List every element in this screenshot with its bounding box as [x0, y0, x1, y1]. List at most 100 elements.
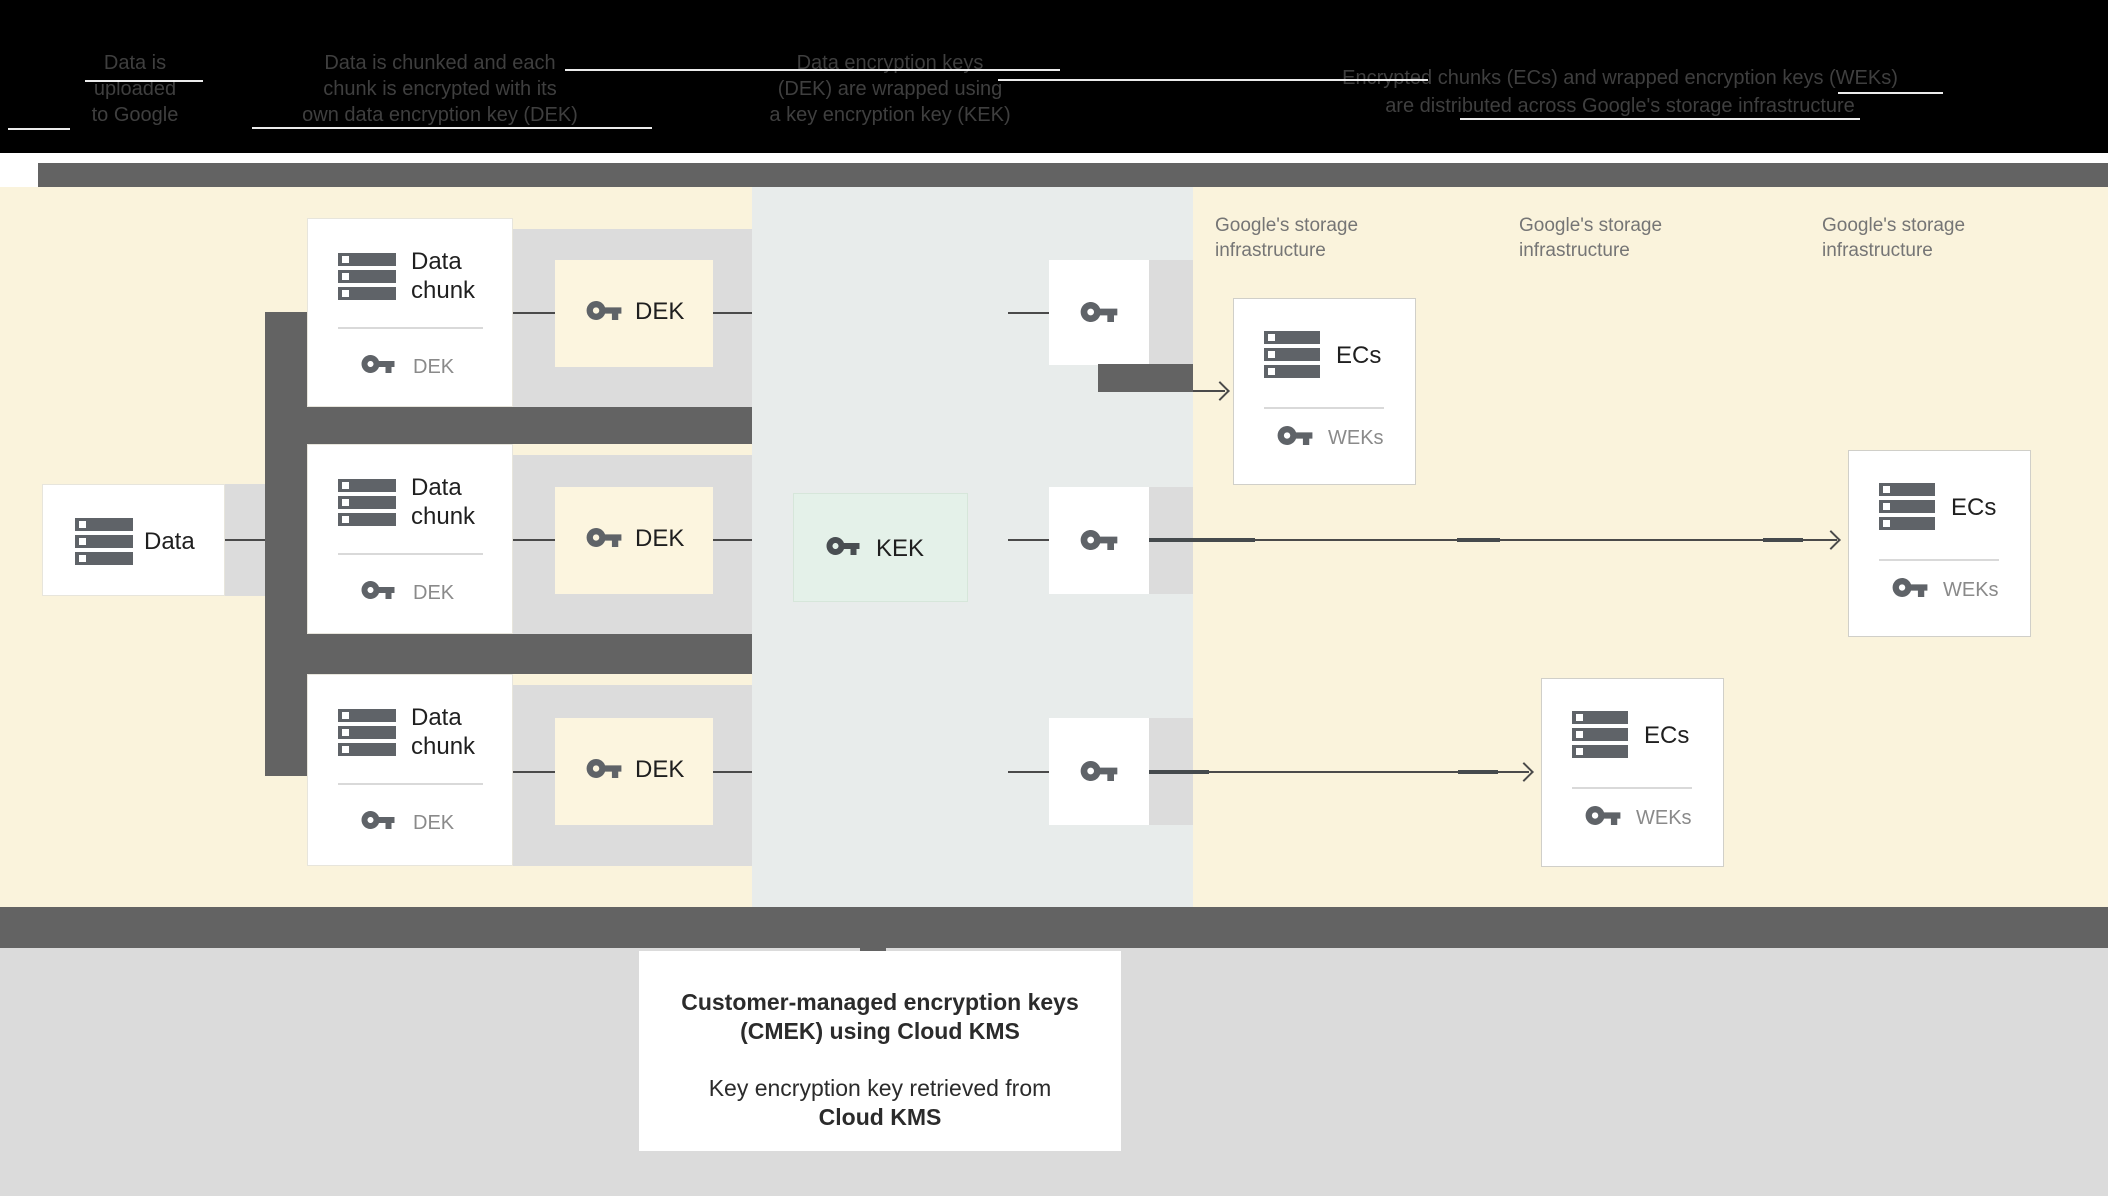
- key-icon: [586, 528, 622, 547]
- divider: [338, 783, 483, 785]
- caption-subtitle-line: Key encryption key retrieved from: [708, 1075, 1052, 1101]
- key-icon: [361, 581, 395, 599]
- header-caption-upload: Data is uploaded to Google: [40, 50, 230, 128]
- storage-icon: [1879, 483, 1935, 534]
- caption-connector-tab: [860, 938, 886, 954]
- data-chunk-label: Data chunk: [411, 474, 476, 530]
- header-caption-line: Data encryption keys: [796, 52, 984, 74]
- chunk-bar-connector: [265, 407, 752, 444]
- connector-line: [713, 312, 752, 314]
- data-chunk-box: Data chunk DEK: [307, 444, 513, 634]
- chunk-bar-connector: [265, 634, 752, 674]
- connector-line: [513, 539, 555, 541]
- storage-infrastructure-label: Google's storage infrastructure: [1519, 215, 1663, 261]
- key-icon: [1080, 530, 1118, 550]
- weks-label: WEKs: [1636, 807, 1692, 829]
- connector-line: [713, 771, 752, 773]
- key-icon: [1585, 806, 1621, 825]
- arrow-dash: [1763, 538, 1803, 542]
- header-caption-line: own data encryption key (DEK): [302, 104, 578, 126]
- arrow-line: [1193, 390, 1225, 392]
- header-artifact-line: [1838, 92, 1943, 94]
- ecs-box: ECs WEKs: [1233, 298, 1416, 485]
- key-icon: [586, 301, 622, 320]
- chunk-dek-label: DEK: [413, 582, 455, 604]
- storage-icon: [75, 518, 133, 569]
- header-artifact-line: [565, 69, 1060, 71]
- arrow-dash: [1458, 770, 1498, 774]
- header-caption-wrapping: Data encryption keys (DEK) are wrapped u…: [730, 50, 1050, 128]
- key-icon: [1277, 426, 1313, 445]
- connector-line: [1008, 539, 1049, 541]
- divider: [1572, 787, 1692, 789]
- dek-box: DEK: [555, 718, 713, 825]
- ecs-box: ECs WEKs: [1541, 678, 1724, 867]
- key-icon: [826, 537, 860, 555]
- caption-title-line: Customer-managed encryption keys: [681, 989, 1079, 1015]
- chunk-dek-label: DEK: [413, 356, 455, 378]
- divider: [338, 553, 483, 555]
- ecs-label: ECs: [1336, 342, 1382, 369]
- header-caption-line: Data is chunked and each: [324, 52, 556, 74]
- weks-label: WEKs: [1943, 579, 1999, 601]
- header-caption-line: Data is: [103, 52, 167, 74]
- chunk-dek-label: DEK: [413, 812, 455, 834]
- header-caption-line: chunk is encrypted with its: [323, 78, 557, 100]
- arrow-dash: [1457, 538, 1500, 542]
- key-icon: [1080, 302, 1118, 322]
- key-icon: [361, 811, 395, 829]
- kek-box-label: KEK: [876, 535, 925, 562]
- connector-line: [513, 771, 555, 773]
- connector-line: [1008, 312, 1049, 314]
- connector-line: [1008, 771, 1049, 773]
- key-icon: [361, 355, 395, 373]
- storage-infrastructure-label: Google's storage infrastructure: [1215, 215, 1359, 261]
- header-artifact-line: [998, 79, 1428, 81]
- header-artifact-line: [8, 128, 70, 130]
- key-icon: [1892, 578, 1928, 597]
- data-box-label: Data: [144, 528, 195, 555]
- header-artifact-line: [85, 80, 203, 82]
- header-caption-line: to Google: [91, 104, 179, 126]
- caption-box: Customer-managed encryption keys (CMEK) …: [639, 951, 1121, 1151]
- divider: [1264, 407, 1384, 409]
- top-divider-band: [38, 163, 2108, 187]
- key-icon: [586, 759, 622, 778]
- wrapping-key-box: [1049, 260, 1149, 365]
- data-chunk-box: Data chunk DEK: [307, 218, 513, 407]
- connector-line: [513, 312, 555, 314]
- caption-subtitle-line: Cloud KMS: [818, 1104, 942, 1130]
- chunk-trunk-connector: [265, 312, 307, 776]
- storage-icon: [1264, 331, 1320, 382]
- header-caption-distribution: Encrypted chunks (ECs) and wrapped encry…: [1270, 64, 1970, 120]
- header-artifact-line: [252, 127, 652, 129]
- ecs-box: ECs WEKs: [1848, 450, 2031, 637]
- ecs-label: ECs: [1644, 722, 1690, 749]
- storage-icon: [338, 709, 396, 760]
- data-chunk-box: Data chunk DEK: [307, 674, 513, 866]
- arrow-line: [1149, 771, 1529, 773]
- key-icon: [1080, 761, 1118, 781]
- header-artifact-line: [1460, 118, 1860, 120]
- data-box: Data: [42, 484, 225, 596]
- storage-icon: [338, 479, 396, 530]
- arrow-dash: [1149, 770, 1209, 774]
- dek-box-label: DEK: [635, 525, 685, 552]
- divider: [1879, 559, 1999, 561]
- key-box-pad: [1149, 260, 1193, 365]
- dek-box-label: DEK: [635, 756, 685, 783]
- header-caption-line: uploaded: [93, 78, 177, 100]
- row1-arrow-bar: [1098, 364, 1193, 392]
- data-chunk-label: Data chunk: [411, 248, 476, 304]
- header-caption-line: a key encryption key (KEK): [769, 104, 1011, 126]
- header-caption-line: (DEK) are wrapped using: [777, 78, 1003, 100]
- data-connector-line: [225, 539, 265, 541]
- storage-icon: [338, 253, 396, 304]
- header-caption-chunking: Data is chunked and each chunk is encryp…: [260, 50, 620, 128]
- divider: [338, 327, 483, 329]
- wrapping-key-box: [1049, 718, 1149, 825]
- connector-line: [713, 539, 752, 541]
- arrow-dash: [1149, 538, 1255, 542]
- kek-box: KEK: [793, 493, 968, 602]
